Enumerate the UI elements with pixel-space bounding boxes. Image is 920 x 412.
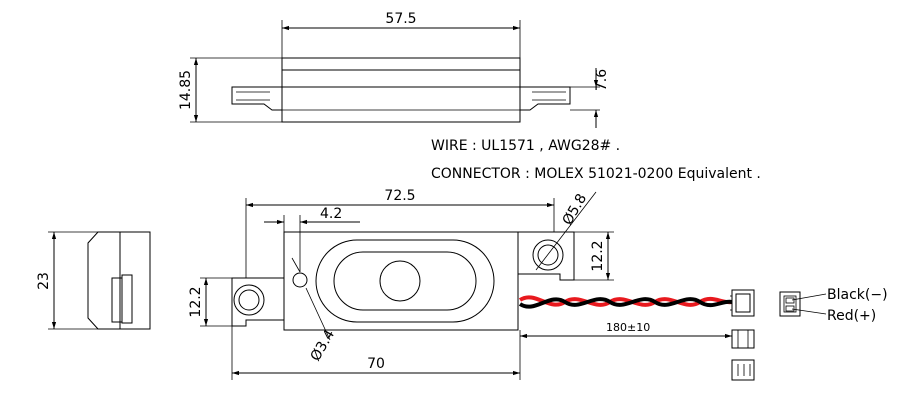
left-mounting-tab: [231, 277, 284, 327]
front-overall-width-label: 72.5: [384, 188, 415, 204]
connector-housing-top: [731, 289, 755, 317]
bottom-width-label: 70: [367, 356, 385, 372]
top-view: 57.5 14.85 7.6: [178, 11, 610, 128]
top-width-label: 57.5: [385, 11, 416, 27]
small-hole-label: Ø3.4: [308, 327, 339, 364]
speaker-cone-outer: [315, 239, 495, 323]
left-height-label: 12.2: [188, 286, 204, 317]
side-view: 23: [36, 231, 151, 330]
side-height-label: 23: [36, 272, 52, 290]
red-leader: [791, 308, 827, 315]
connector-views: Black(−) Red(+): [730, 287, 888, 381]
connector-pin-face: [779, 291, 801, 317]
top-height-label: 14.85: [178, 70, 194, 110]
top-view-body: [281, 57, 521, 123]
right-mounting-tab: [518, 231, 575, 281]
black-wire: [518, 297, 733, 309]
side-view-body: [87, 231, 151, 330]
connector-housing-side: [731, 329, 755, 349]
notes: WIRE : UL1571 , AWG28# . CONNECTOR : MOL…: [431, 138, 761, 182]
top-depth-label: 7.6: [594, 69, 610, 91]
small-hole: [292, 272, 308, 288]
black-pin-label: Black(−): [827, 287, 888, 303]
front-view-body: [283, 231, 519, 331]
red-pin-label: Red(+): [827, 308, 876, 324]
top-view-left-tab: [231, 86, 282, 111]
black-leader: [791, 293, 827, 301]
hole-diameter-label: Ø5.8: [560, 191, 591, 228]
connector-note: CONNECTOR : MOLEX 51021-0200 Equivalent …: [431, 166, 761, 182]
right-height-label: 12.2: [590, 240, 606, 271]
wire-length-label: 180±10: [606, 321, 650, 334]
front-view: 72.5 4.2 Ø3.4 Ø5.8 12.2: [188, 188, 614, 380]
top-view-right-tab: [520, 86, 571, 111]
wire-note: WIRE : UL1571 , AWG28# .: [431, 138, 620, 154]
dust-cap: [379, 260, 421, 302]
speaker-cone-inner: [333, 251, 477, 311]
twisted-wires: 180±10: [518, 295, 733, 339]
connector-housing-bottom: [731, 359, 755, 381]
hole-offset-label: 4.2: [320, 206, 342, 222]
